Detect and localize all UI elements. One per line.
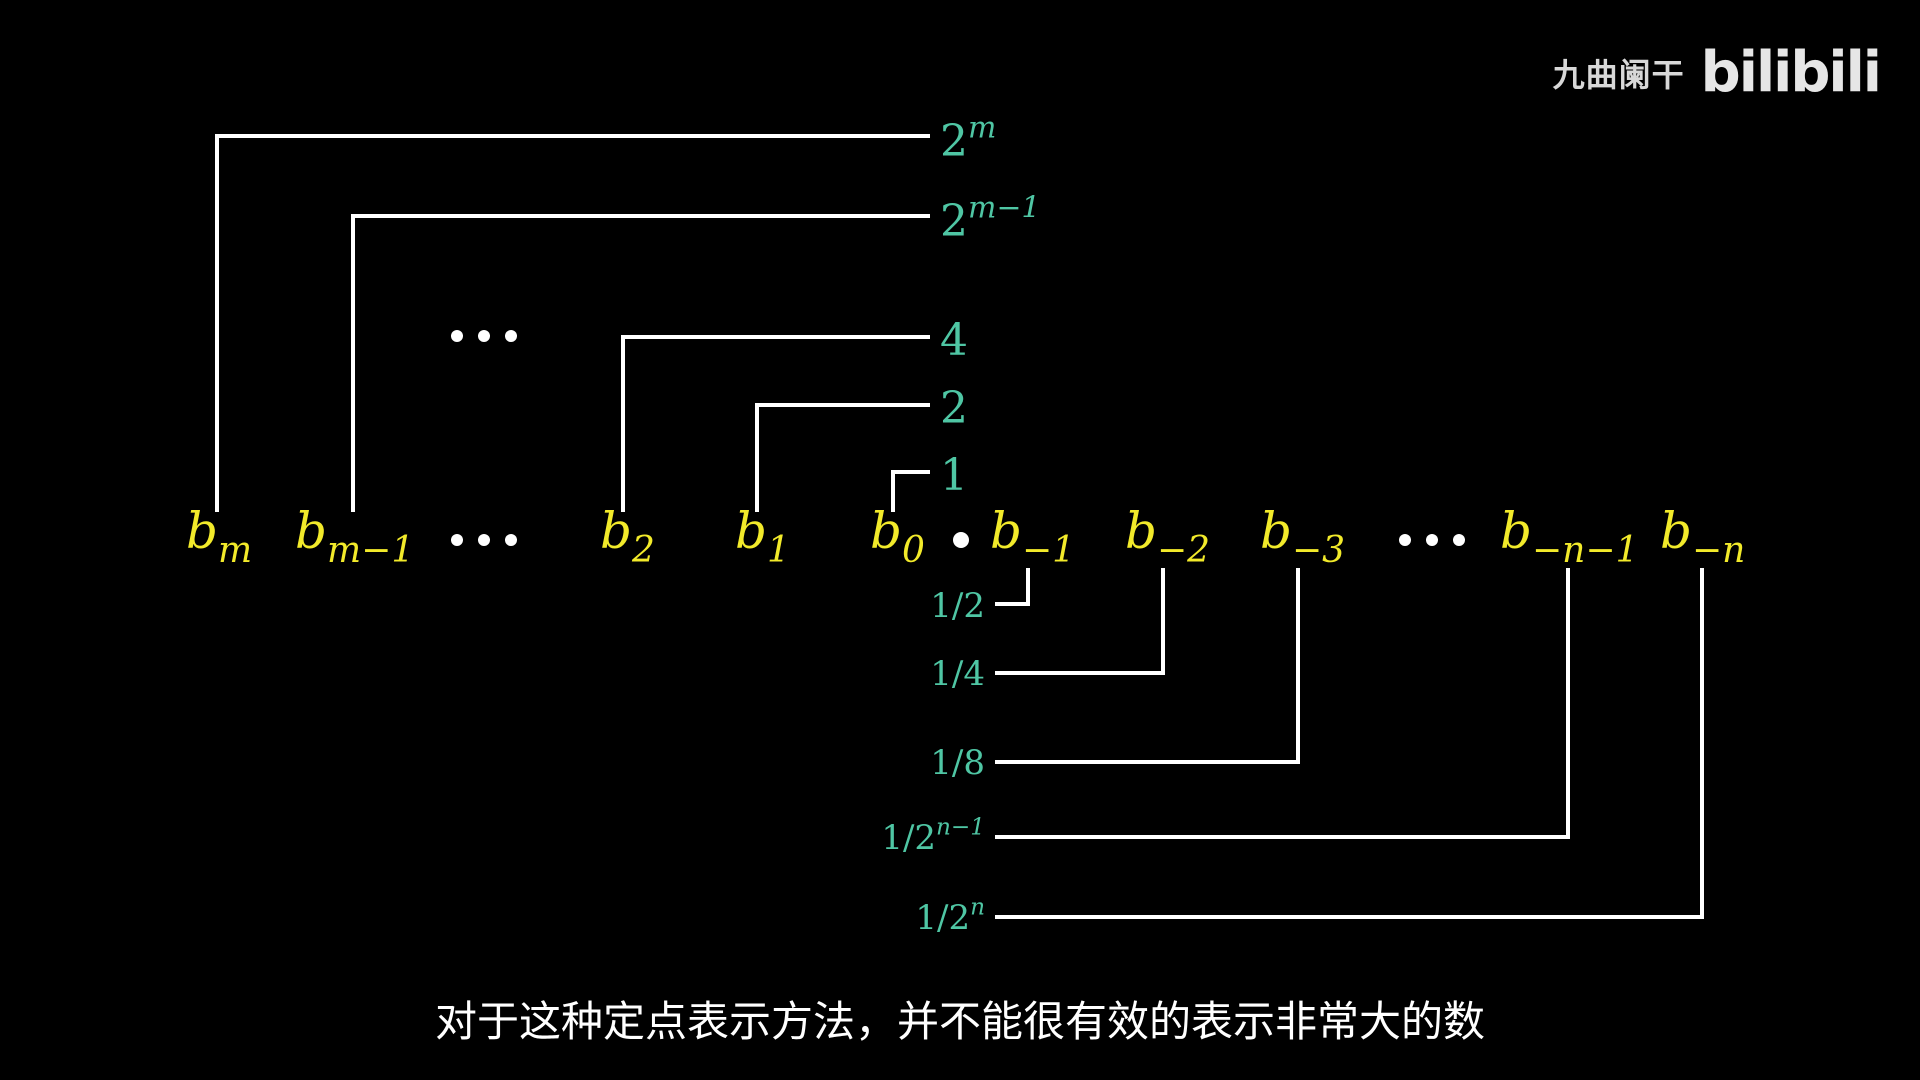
wire-frac-1 [995, 568, 1165, 675]
weight-label-int-1-base: 2 [940, 196, 968, 247]
bit-label-int-0-subscript: m [218, 530, 252, 571]
bit-label-int-2-subscript: 2 [631, 530, 655, 571]
ellipsis-upper [451, 330, 517, 342]
weight-label-frac-3-exponent: n−1 [936, 815, 985, 841]
weight-label-frac-3: 1/2n−1 [881, 815, 985, 858]
bit-label-int-4-subscript: 0 [902, 530, 925, 571]
bit-label-frac-2-subscript: −3 [1292, 530, 1345, 571]
ellipsis-right [1399, 534, 1465, 546]
bit-label-frac-4-base: b [1660, 502, 1692, 560]
weight-label-int-3: 2 [940, 383, 968, 434]
bit-label-frac-3-subscript: −n−1 [1532, 530, 1638, 571]
channel-name: 九曲阑干 [1552, 55, 1685, 94]
bit-label-int-3-subscript: 1 [767, 530, 790, 571]
bit-label-frac-0-base: b [990, 502, 1022, 560]
weight-label-int-1-exponent: m−1 [968, 191, 1040, 226]
wire-int-3 [755, 403, 930, 512]
wire-int-4 [891, 470, 930, 512]
wire-frac-0 [995, 568, 1030, 606]
bit-label-int-2-base: b [600, 502, 632, 560]
bit-label-frac-3-base: b [1500, 502, 1532, 560]
weight-label-frac-4-exponent: n [970, 895, 985, 921]
ellipsis-right-dot-2 [1426, 534, 1438, 546]
weight-label-frac-1-base: 1/4 [930, 654, 985, 694]
weight-label-int-0-base: 2 [940, 116, 968, 167]
bit-label-int-2: b2 [600, 502, 655, 571]
wire-frac-3 [995, 568, 1570, 839]
bit-label-frac-1: b−2 [1125, 502, 1210, 571]
ellipsis-right-dot-1 [1399, 534, 1411, 546]
bit-label-frac-3: b−n−1 [1500, 502, 1638, 571]
bit-label-int-4: b0 [870, 502, 925, 571]
weight-label-int-4: 1 [940, 450, 968, 501]
ellipsis-right-dot-3 [1453, 534, 1465, 546]
weight-label-frac-0: 1/2 [930, 586, 985, 626]
weight-label-frac-3-base: 1/2 [881, 818, 936, 858]
binary-point [953, 532, 969, 548]
bit-label-int-1: bm−1 [295, 502, 414, 571]
weight-label-int-3-base: 2 [940, 383, 968, 434]
ellipsis-left-dot-3 [505, 534, 517, 546]
weight-label-frac-1: 1/4 [930, 654, 985, 694]
weight-label-frac-4: 1/2n [915, 895, 985, 938]
weight-label-int-0: 2m [940, 111, 996, 167]
weight-label-frac-2: 1/8 [930, 743, 985, 783]
bit-label-frac-1-subscript: −2 [1157, 530, 1210, 571]
weight-label-int-1: 2m−1 [940, 191, 1040, 247]
bilibili-logo: bilibili [1700, 40, 1882, 105]
ellipsis-left-dot-1 [451, 534, 463, 546]
bit-label-frac-2-base: b [1260, 502, 1292, 560]
bit-label-int-4-base: b [870, 502, 902, 560]
watermark: 九曲阑干 bilibili [1552, 40, 1882, 105]
ellipsis-left-dot-2 [478, 534, 490, 546]
weight-label-int-2-base: 4 [940, 315, 968, 366]
subtitle-caption: 对于这种定点表示方法，并不能很有效的表示非常大的数 [434, 997, 1485, 1046]
weight-label-frac-4-base: 1/2 [915, 898, 970, 938]
ellipsis-upper-dot-3 [505, 330, 517, 342]
weight-label-int-2: 4 [940, 315, 968, 366]
bit-label-int-0: bm [186, 502, 252, 571]
bit-label-int-3: b1 [735, 502, 790, 571]
weight-label-frac-2-base: 1/8 [930, 743, 985, 783]
ellipsis-left [451, 534, 517, 546]
wire-frac-2 [995, 568, 1300, 764]
bit-label-frac-0-subscript: −1 [1022, 530, 1075, 571]
wire-frac-4 [995, 568, 1704, 919]
wire-int-1 [351, 214, 930, 512]
bit-label-int-1-base: b [295, 502, 327, 560]
bit-label-int-1-subscript: m−1 [327, 530, 414, 571]
bit-label-frac-1-base: b [1125, 502, 1157, 560]
wire-int-2 [621, 335, 930, 512]
bit-label-frac-0: b−1 [990, 502, 1075, 571]
bit-label-frac-2: b−3 [1260, 502, 1345, 571]
weight-label-int-0-exponent: m [968, 111, 996, 146]
bit-label-frac-4-subscript: −n [1692, 530, 1745, 571]
weight-label-frac-0-base: 1/2 [930, 586, 985, 626]
weight-label-int-4-base: 1 [940, 450, 968, 501]
wire-int-0 [215, 134, 930, 512]
bit-label-int-3-base: b [735, 502, 767, 560]
bit-label-int-0-base: b [186, 502, 218, 560]
bit-label-frac-4: b−n [1660, 502, 1745, 571]
ellipsis-upper-dot-1 [451, 330, 463, 342]
ellipsis-upper-dot-2 [478, 330, 490, 342]
